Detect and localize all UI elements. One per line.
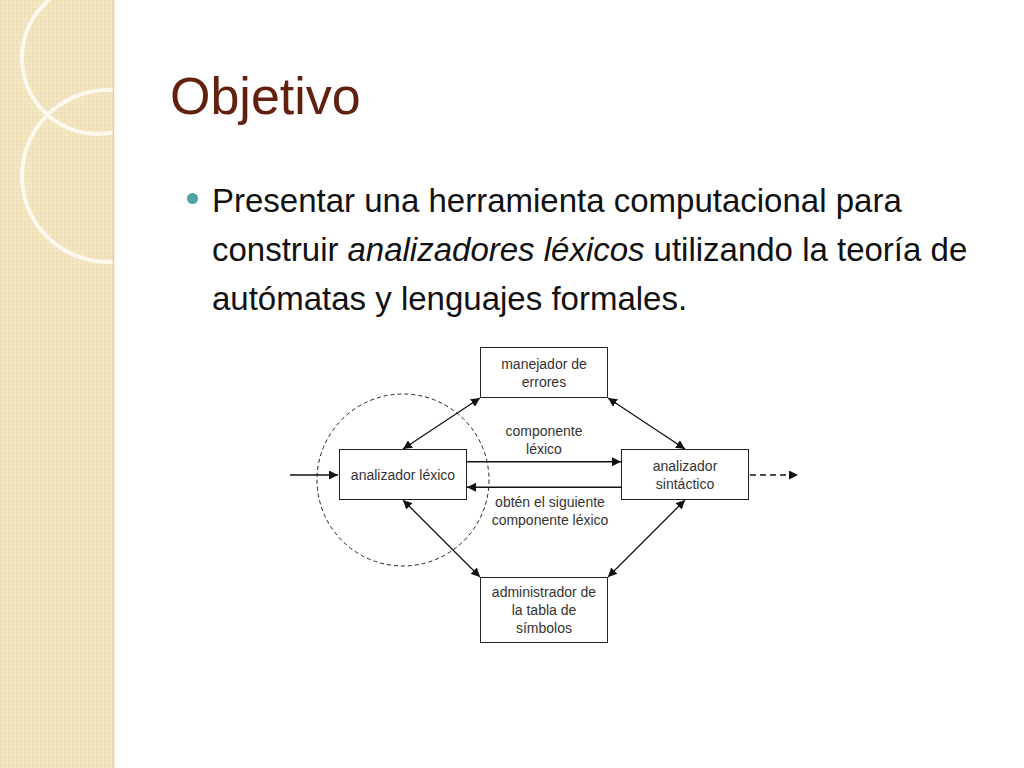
input-arrow bbox=[290, 474, 338, 475]
slide-title: Objetivo bbox=[170, 66, 361, 126]
connector-arrow bbox=[608, 500, 685, 577]
text-run: analizadores léxicos bbox=[347, 231, 644, 268]
strip-edge bbox=[113, 0, 115, 768]
box-label: analizador léxico bbox=[351, 466, 455, 484]
connector-arrow bbox=[467, 487, 621, 488]
connector-arrow bbox=[403, 500, 480, 577]
deco-ring bbox=[22, 90, 113, 262]
connector-arrow bbox=[467, 461, 621, 462]
process-box: manejador de errores bbox=[480, 347, 608, 398]
box-label: manejador de errores bbox=[485, 355, 603, 391]
strip-ground bbox=[0, 0, 113, 768]
bullet-text: Presentar una herramienta computacional … bbox=[212, 176, 992, 323]
dashed-scope-circle bbox=[317, 394, 489, 566]
process-box: analizador léxico bbox=[339, 449, 467, 500]
edge-label: obtén el siguiente componente léxico bbox=[490, 493, 610, 529]
connector-arrow bbox=[608, 398, 685, 449]
process-box: analizador sintáctico bbox=[621, 449, 749, 500]
deco-ring bbox=[22, 0, 113, 134]
process-box: administrador de la tabla de símbolos bbox=[480, 577, 608, 643]
bullet-dot bbox=[187, 193, 198, 204]
output-arrow bbox=[750, 474, 798, 475]
box-label: administrador de la tabla de símbolos bbox=[485, 583, 603, 637]
edge-label: componente léxico bbox=[494, 422, 594, 458]
connector-arrow bbox=[403, 398, 480, 449]
box-label: analizador sintáctico bbox=[626, 457, 744, 493]
